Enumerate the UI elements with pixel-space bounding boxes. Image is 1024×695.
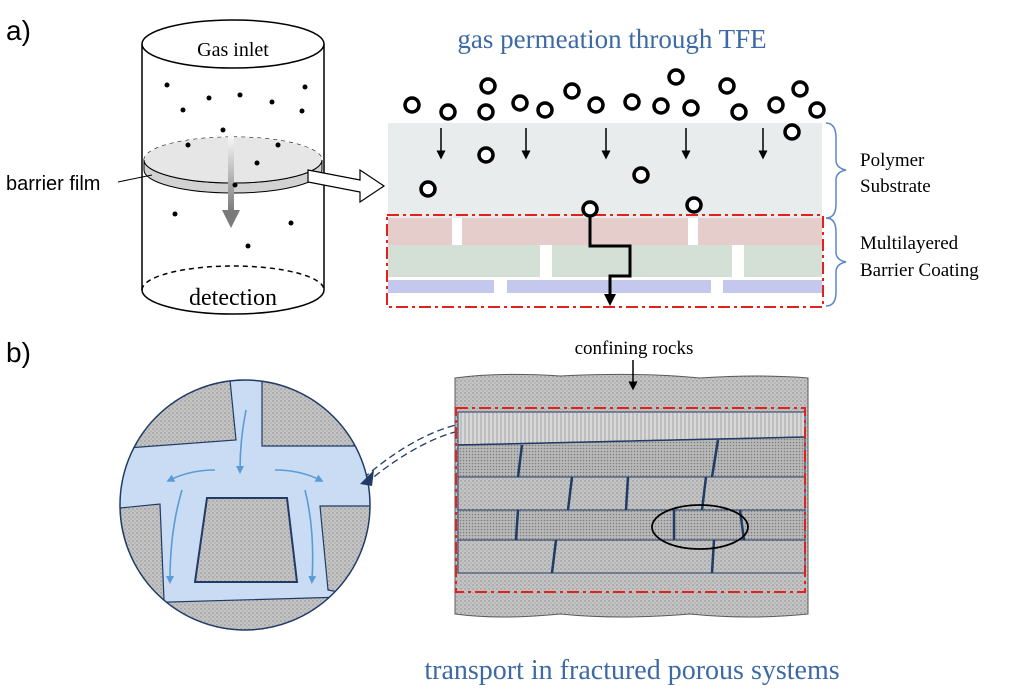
- permeation-arrows: [436, 128, 768, 160]
- coating-label-line2: Barrier Coating: [860, 260, 979, 281]
- panel-b-caption: transport in fractured porous systems: [424, 655, 839, 686]
- coating-highlight-box: [386, 214, 824, 308]
- magnified-fracture-view: [119, 379, 371, 631]
- fracture-highlight-box: [455, 407, 806, 593]
- panel-a-title: gas permeation through TFE: [457, 24, 766, 54]
- cylinder-bottom-label: detection: [189, 285, 277, 311]
- substrate-label-line2: Substrate: [860, 176, 931, 197]
- gas-molecules-rings: [403, 68, 826, 218]
- tortuous-path-arrow: [588, 216, 632, 296]
- confining-rocks-label: confining rocks: [575, 338, 694, 359]
- permeation-cylinder: [141, 19, 325, 315]
- gas-molecules-dots: [164, 82, 308, 249]
- barrier-coating-layers: [388, 218, 822, 293]
- substrate-brace: [825, 122, 847, 219]
- cylinder-top-label: Gas inlet: [197, 39, 269, 61]
- tortuous-path-head: [604, 294, 616, 306]
- barrier-film-leader: [117, 174, 153, 183]
- zoom-arrow: [307, 168, 386, 204]
- panel-b-tag: b): [6, 337, 31, 368]
- zoom-ellipse: [651, 504, 749, 550]
- coating-label-line1: Multilayered: [860, 233, 959, 254]
- fractured-rock-block: [454, 373, 809, 618]
- barrier-film-label: barrier film: [6, 173, 100, 195]
- substrate-label-line1: Polymer: [860, 150, 925, 171]
- polymer-substrate-layer: [388, 123, 822, 218]
- panel-a-tag: a): [6, 15, 31, 46]
- coating-brace: [825, 217, 847, 307]
